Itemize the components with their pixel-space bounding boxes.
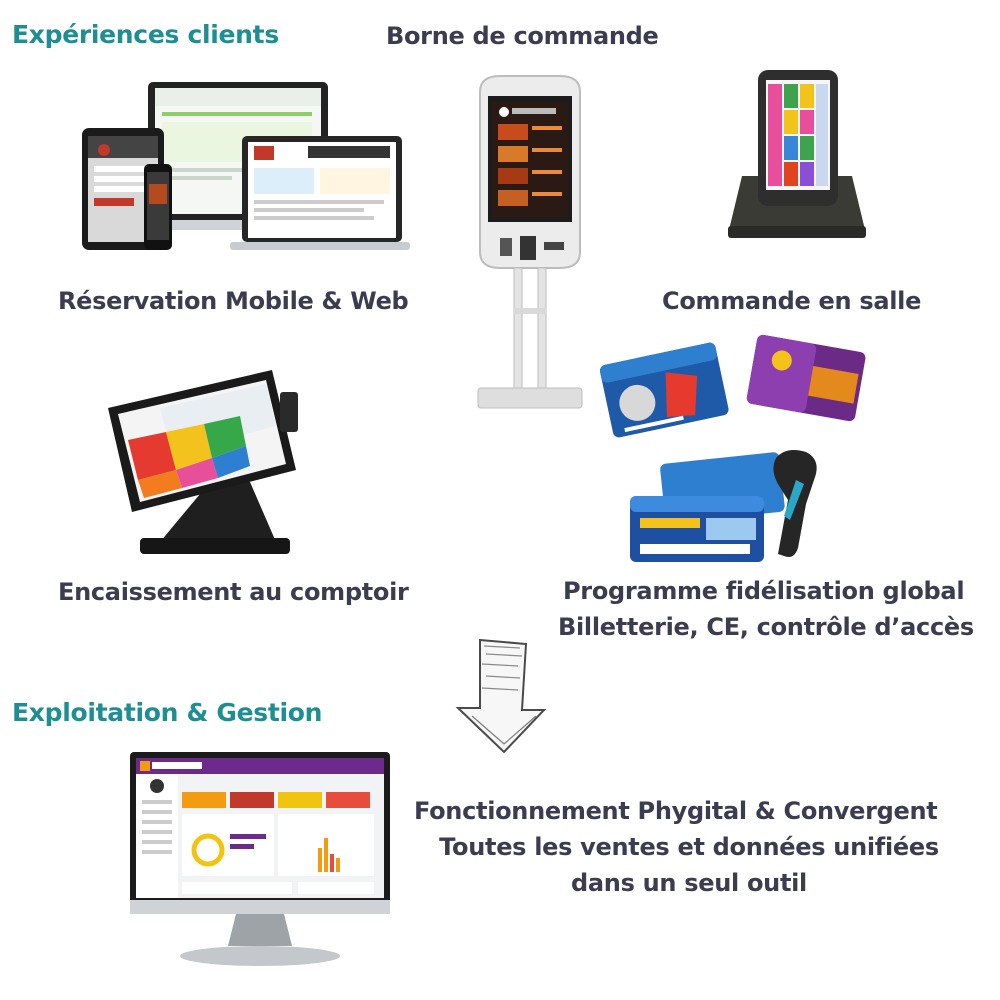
caption-counter: Encaissement au comptoir [58, 578, 409, 606]
dashboard-monitor-icon [128, 750, 392, 970]
loyalty-cards-icon [600, 334, 870, 570]
pos-terminal-icon [100, 362, 310, 562]
kiosk-icon [470, 72, 590, 422]
barcode-scanner-icon [773, 450, 817, 557]
heading-operations: Exploitation & Gestion [12, 698, 323, 727]
caption-loyalty-2: Billetterie, CE, contrôle d’accès [558, 613, 974, 641]
summary-line-1: Fonctionnement Phygital & Convergent [414, 797, 938, 825]
caption-table-order: Commande en salle [662, 287, 922, 315]
booking-devices-icon [80, 80, 410, 255]
heading-customer-experience: Expériences clients [12, 20, 279, 49]
handheld-terminal-icon [722, 66, 872, 242]
down-arrow-icon [452, 636, 548, 756]
caption-booking: Réservation Mobile & Web [58, 287, 409, 315]
summary-line-2: Toutes les ventes et données unifiées [439, 833, 939, 861]
caption-loyalty-1: Programme fidélisation global [563, 577, 965, 605]
summary-line-3: dans un seul outil [571, 869, 807, 897]
caption-kiosk: Borne de commande [386, 22, 659, 50]
